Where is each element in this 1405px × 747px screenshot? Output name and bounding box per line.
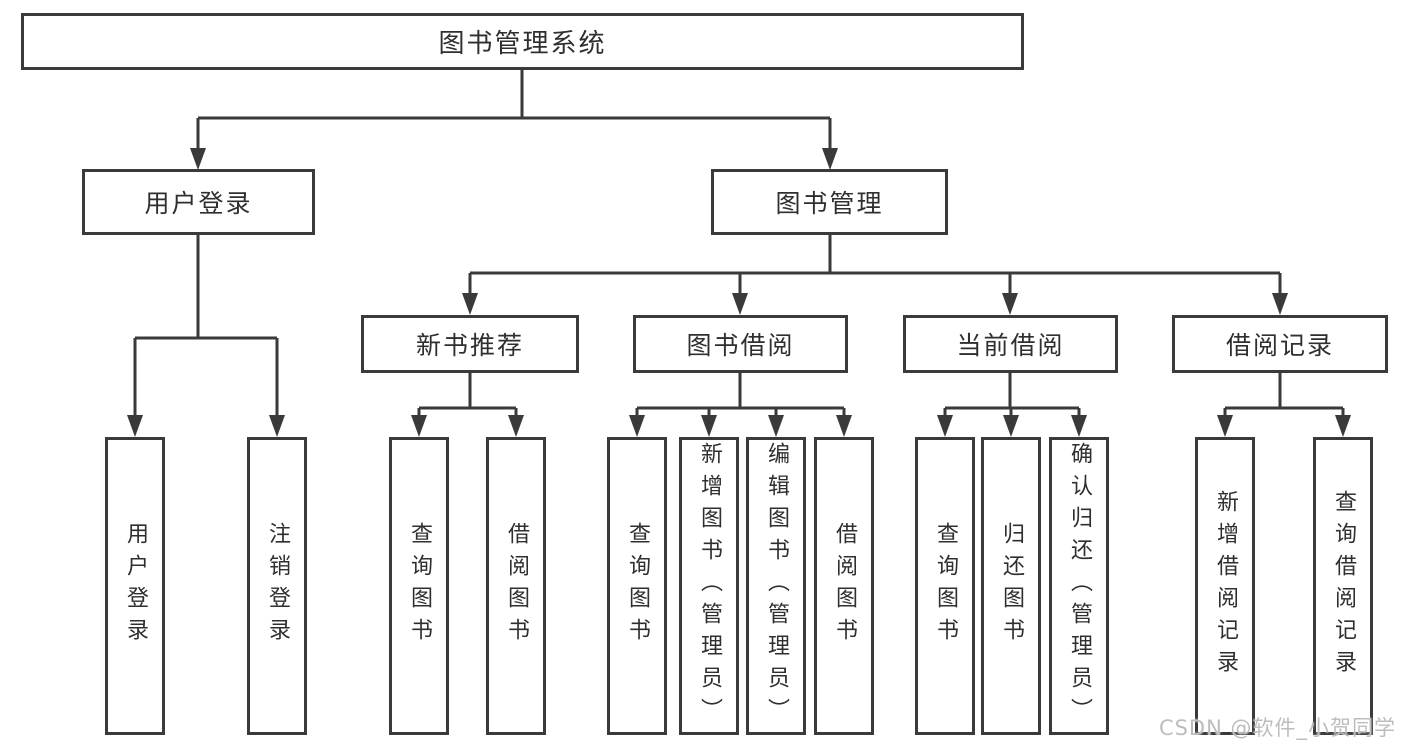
leaf-confirm-return-admin-label: 确认归还（管理员） bbox=[1067, 442, 1092, 730]
leaf-borrow-books: 借阅图书 bbox=[814, 437, 874, 735]
leaf-edit-book-admin: 编辑图书（管理员） bbox=[746, 437, 806, 735]
leaf-query-books-current: 查询图书 bbox=[915, 437, 975, 735]
node-new-book-recommend: 新书推荐 bbox=[361, 315, 579, 373]
leaf-query-books-current-label: 查询图书 bbox=[933, 522, 958, 650]
node-book-management: 图书管理 bbox=[711, 169, 948, 235]
leaf-borrow-books-label: 借阅图书 bbox=[832, 522, 857, 650]
leaf-query-borrow-record-label: 查询借阅记录 bbox=[1331, 490, 1356, 682]
leaf-query-books-recommend-label: 查询图书 bbox=[407, 522, 432, 650]
node-user-login: 用户登录 bbox=[82, 169, 315, 235]
leaf-user-login-label: 用户登录 bbox=[123, 522, 148, 650]
leaf-return-books-label: 归还图书 bbox=[999, 522, 1024, 650]
node-book-borrow: 图书借阅 bbox=[633, 315, 848, 373]
leaf-query-books-borrow: 查询图书 bbox=[607, 437, 667, 735]
leaf-query-books-borrow-label: 查询图书 bbox=[625, 522, 650, 650]
leaf-borrow-books-recommend-label: 借阅图书 bbox=[504, 522, 529, 650]
leaf-user-login: 用户登录 bbox=[105, 437, 165, 735]
node-borrow-records: 借阅记录 bbox=[1172, 315, 1388, 373]
leaf-return-books: 归还图书 bbox=[981, 437, 1041, 735]
node-current-borrow: 当前借阅 bbox=[903, 315, 1118, 373]
leaf-edit-book-admin-label: 编辑图书（管理员） bbox=[764, 442, 789, 730]
leaf-query-books-recommend: 查询图书 bbox=[389, 437, 449, 735]
leaf-borrow-books-recommend: 借阅图书 bbox=[486, 437, 546, 735]
leaf-add-book-admin-label: 新增图书（管理员） bbox=[697, 442, 722, 730]
leaf-add-borrow-record-label: 新增借阅记录 bbox=[1213, 490, 1238, 682]
leaf-add-borrow-record: 新增借阅记录 bbox=[1195, 437, 1255, 735]
leaf-confirm-return-admin: 确认归还（管理员） bbox=[1049, 437, 1109, 735]
leaf-query-borrow-record: 查询借阅记录 bbox=[1313, 437, 1373, 735]
node-library-management-system: 图书管理系统 bbox=[21, 13, 1024, 70]
watermark-csdn: CSDN @软件_小贺同学 bbox=[1158, 716, 1396, 740]
leaf-add-book-admin: 新增图书（管理员） bbox=[679, 437, 739, 735]
leaf-logout-label: 注销登录 bbox=[265, 522, 290, 650]
leaf-logout: 注销登录 bbox=[247, 437, 307, 735]
